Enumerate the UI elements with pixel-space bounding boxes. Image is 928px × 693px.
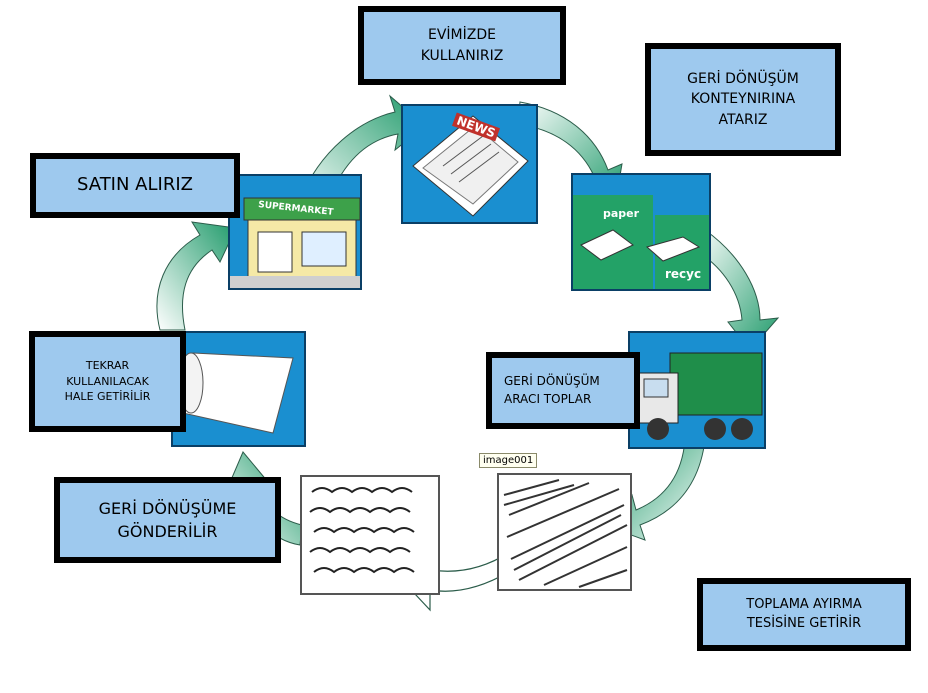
pulp-icon (309, 487, 415, 574)
label-facility: TOPLAMA AYIRMA TESİSİNE GETİRİR (697, 578, 911, 651)
image-tooltip: image001 (479, 453, 538, 468)
label-use: EVİMİZDE KULLANIRIZ (358, 6, 566, 85)
facility-picture (497, 473, 632, 591)
truck-icon (637, 352, 763, 440)
pulp-picture (300, 475, 440, 595)
supermarket-icon (230, 197, 360, 288)
truck-picture (628, 331, 766, 449)
arrow-reuse-to-buy (156, 221, 237, 331)
label-reuse: TEKRAR KULLANILACAK HALE GETİRİLİR (29, 331, 186, 432)
recycle-bins-icon (573, 195, 709, 289)
label-container: GERİ DÖNÜŞÜM KONTEYNIRINA ATARIZ (645, 43, 841, 156)
newspaper-icon (412, 115, 529, 217)
paper-bin-label: paper (603, 207, 640, 220)
shredded-paper-icon (503, 479, 628, 588)
paper-rolls-picture (171, 331, 306, 447)
newspaper-picture: NEWS (401, 104, 538, 224)
container-picture: paper recyc (571, 173, 711, 291)
label-sent: GERİ DÖNÜŞÜME GÖNDERİLİR (54, 477, 281, 563)
recycle-bin-label: recyc (665, 267, 702, 281)
label-buy: SATIN ALIRIZ (30, 153, 240, 218)
paper-roll-icon (178, 352, 294, 434)
supermarket-picture: SUPERMARKET (228, 174, 362, 290)
label-truck: GERİ DÖNÜŞÜM ARACI TOPLAR (486, 352, 640, 429)
